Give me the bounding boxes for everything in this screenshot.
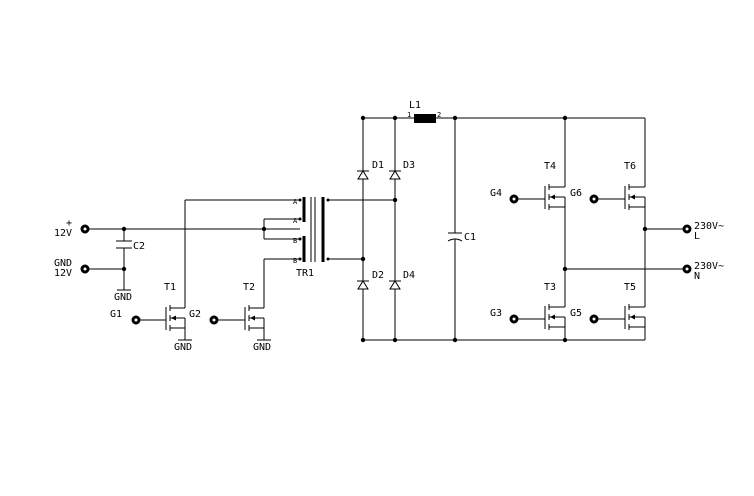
diode-d3	[389, 170, 401, 180]
input-wiring	[88, 199, 300, 300]
label-output-n: N	[694, 271, 700, 282]
label-l1: L1	[409, 100, 421, 111]
label-gnd-t1: GND	[174, 342, 192, 353]
gate-g6-terminal[interactable]	[589, 194, 599, 204]
label-230v-l: 230V~	[694, 221, 724, 232]
rectifier-bridge	[362, 117, 645, 341]
label-230v-n: 230V~	[694, 261, 724, 272]
junction-dot	[562, 337, 568, 343]
mosfet-t1	[140, 300, 192, 341]
junction-dot	[642, 226, 648, 232]
junction-dot	[452, 115, 458, 121]
label-c1: C1	[464, 232, 476, 243]
output-n-terminal[interactable]	[682, 264, 692, 274]
label-12v-bottom: 12V	[54, 268, 72, 279]
label-g6: G6	[570, 188, 582, 199]
label-g5: G5	[570, 308, 582, 319]
label-gnd-t2: GND	[253, 342, 271, 353]
mosfet-t5	[598, 300, 646, 330]
gate-g2-terminal[interactable]	[209, 315, 219, 325]
junction-dot	[261, 226, 267, 232]
input-12v-terminal[interactable]	[80, 224, 90, 234]
label-g3: G3	[490, 308, 502, 319]
junction-dot	[392, 115, 398, 121]
label-d4: D4	[403, 270, 415, 281]
junction-dot	[360, 256, 366, 262]
label-d2: D2	[372, 270, 384, 281]
label-c2: C2	[133, 241, 145, 252]
junction-dot	[392, 337, 398, 343]
label-gnd-input: GND	[54, 258, 72, 269]
output-l-terminal[interactable]	[682, 224, 692, 234]
label-tr-pin-a1: A	[293, 198, 298, 206]
label-l1-pin1: 1	[407, 111, 411, 119]
diode-d1	[357, 170, 369, 180]
label-t6: T6	[624, 161, 636, 172]
label-d3: D3	[403, 160, 415, 171]
label-t3: T3	[544, 282, 556, 293]
label-gnd-c2: GND	[114, 292, 132, 303]
label-tr-pin-a2: A	[293, 217, 298, 225]
junction-dot	[121, 226, 127, 232]
mosfet-t4	[518, 180, 566, 210]
diode-d2	[357, 280, 369, 290]
label-t1: T1	[164, 282, 176, 293]
label-l1-pin2: 2	[437, 111, 441, 119]
gate-g1-terminal[interactable]	[131, 315, 141, 325]
diode-d4	[389, 280, 401, 290]
label-t4: T4	[544, 161, 556, 172]
junction-dot	[452, 337, 458, 343]
label-plus: +	[66, 218, 72, 229]
gate-g3-terminal[interactable]	[509, 314, 519, 324]
mosfet-t6	[598, 180, 646, 210]
label-12v-top: 12V	[54, 228, 72, 239]
input-gnd-terminal[interactable]	[80, 264, 90, 274]
junction-dot	[121, 266, 127, 272]
label-tr1: TR1	[296, 268, 314, 279]
gate-g4-terminal[interactable]	[509, 194, 519, 204]
label-tr-pin-b2: B	[293, 257, 297, 265]
label-tr-pin-b1: B	[293, 237, 297, 245]
junction-dot	[562, 266, 568, 272]
junction-dot	[360, 337, 366, 343]
capacitor-c1	[447, 118, 463, 340]
junction-dot	[392, 197, 398, 203]
gate-g5-terminal[interactable]	[589, 314, 599, 324]
label-t5: T5	[624, 282, 636, 293]
inductor-l1	[414, 114, 436, 123]
mosfet-t3	[518, 300, 566, 330]
label-output-l: L	[694, 231, 700, 242]
label-g4: G4	[490, 188, 502, 199]
label-t2: T2	[243, 282, 255, 293]
h-bridge-wiring	[564, 118, 684, 340]
junction-dot	[562, 115, 568, 121]
mosfet-t2	[218, 300, 271, 341]
label-d1: D1	[372, 160, 384, 171]
junction-dot	[360, 115, 366, 121]
transformer-tr1	[298, 197, 395, 262]
label-g2: G2	[189, 309, 201, 320]
label-g1: G1	[110, 309, 122, 320]
